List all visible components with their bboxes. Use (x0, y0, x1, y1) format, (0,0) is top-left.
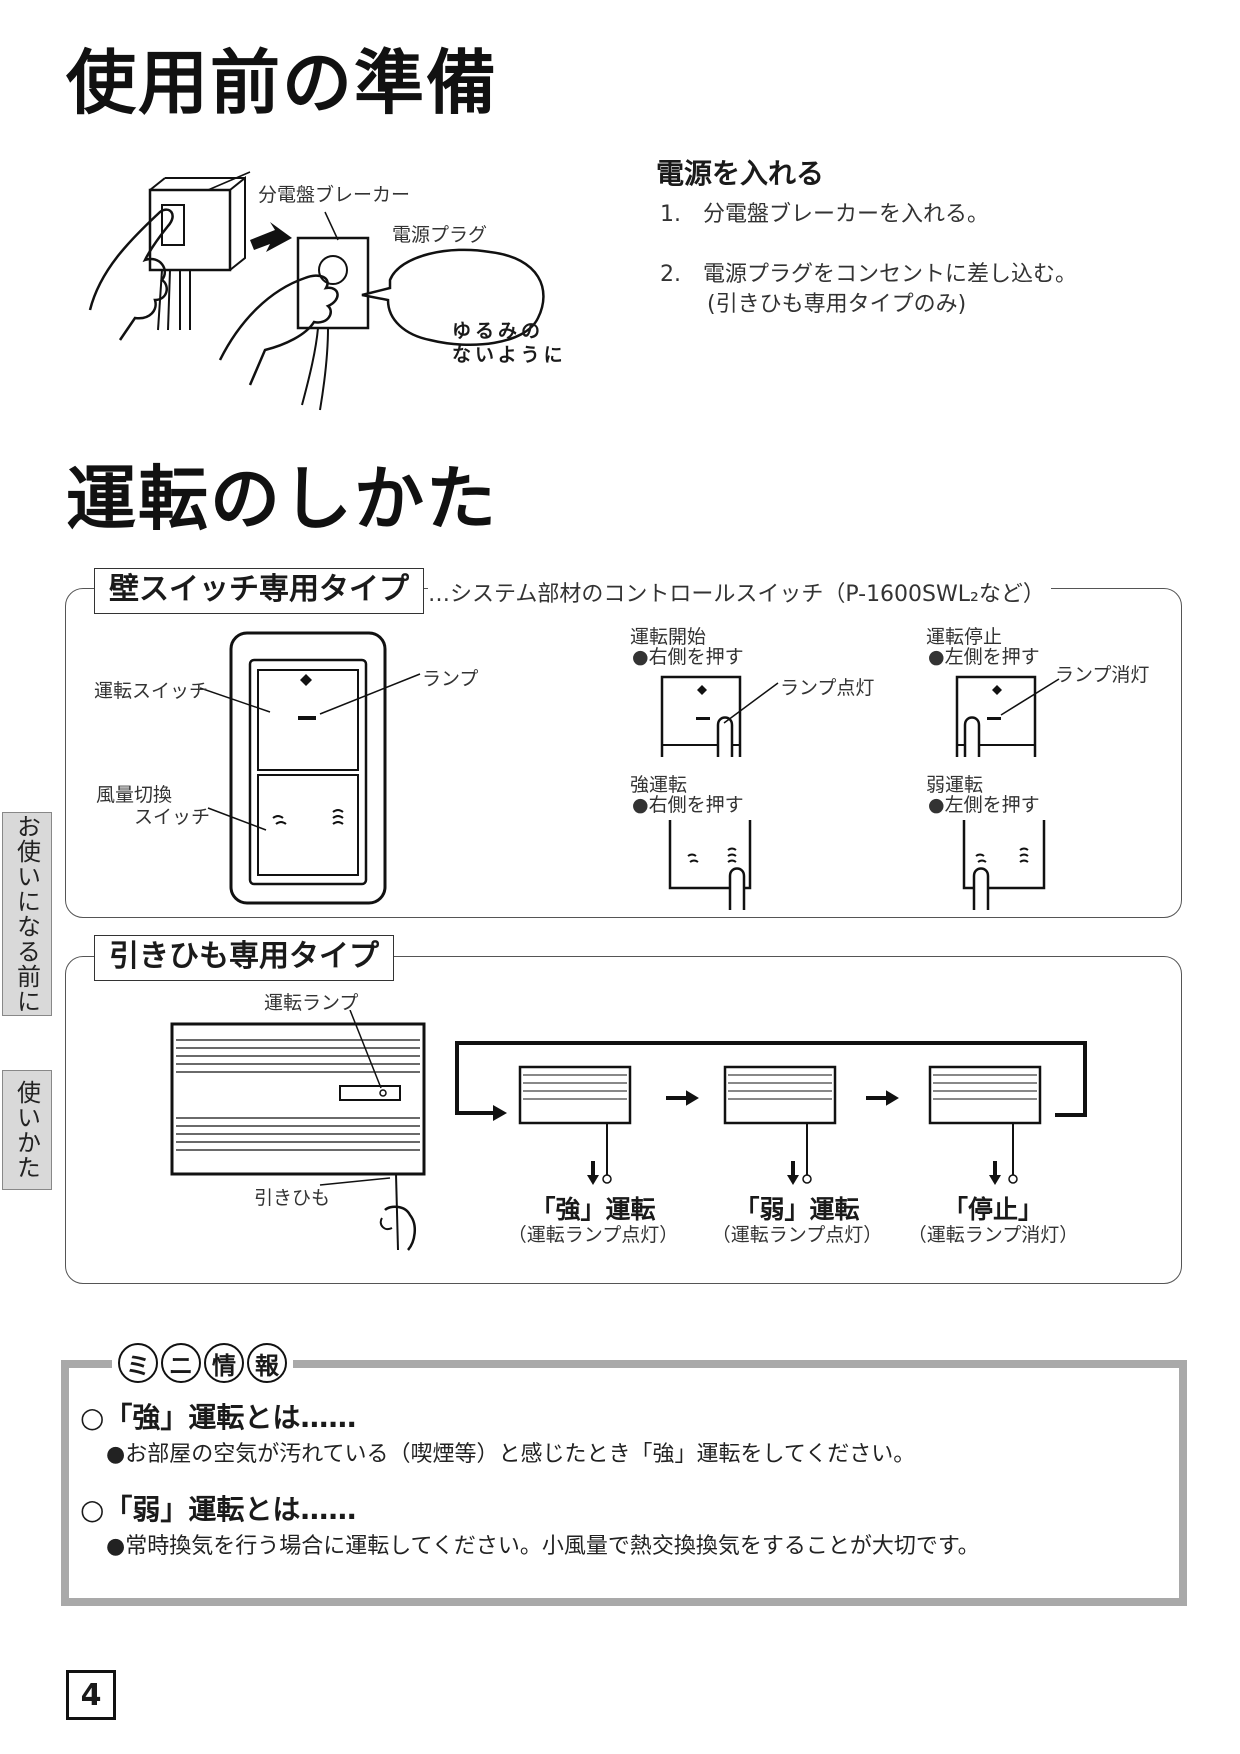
label-pull-cord: 引きひも (254, 1187, 331, 1209)
label-run-switch: 運転スイッチ (94, 680, 209, 702)
mini-q2: ○「弱」運転とは…… (80, 1493, 357, 1526)
stop-action: ●左側を押す (928, 646, 1040, 668)
stage-stop: 「停止」 (942, 1195, 1043, 1224)
wall-switch-subtitle: …システム部材のコントロールスイッチ（P-1600SWL₂など） (428, 576, 1051, 608)
start-title: 運転開始 (630, 626, 707, 648)
stage-weak: 「弱」運転 (734, 1195, 860, 1224)
mini-a2: ●常時換気を行う場合に運転してください。小風量で熱交換換気をすることが大切です。 (106, 1534, 980, 1559)
power-step-2-note: (引きひも専用タイプのみ) (707, 292, 967, 317)
start-diagram (660, 675, 779, 757)
strong-diagram (668, 820, 752, 910)
wall-switch-leaders (200, 673, 421, 831)
power-step-2: 2. 電源プラグをコンセントに差し込む。 (660, 262, 1077, 287)
stop-title: 運転停止 (926, 626, 1003, 648)
mini-info-box (61, 1360, 1187, 1606)
mini-q1: ○「強」運転とは…… (80, 1401, 357, 1434)
strong-title: 強運転 (630, 774, 688, 796)
pull-cord-title: 引きひも専用タイプ (94, 935, 394, 981)
stage-strong: 「強」運転 (530, 1195, 656, 1224)
label-airflow-2: スイッチ (134, 806, 211, 828)
prep-title: 使用前の準備 (66, 42, 498, 124)
weak-diagram (962, 820, 1046, 910)
weak-action: ●左側を押す (928, 794, 1040, 816)
label-plug: 電源プラグ (392, 224, 488, 246)
mini-badge-char: ニ (161, 1343, 201, 1383)
label-airflow-1: 風量切換 (96, 784, 173, 806)
bubble-text-1: ゆるみの (452, 320, 545, 342)
label-lamp: ランプ (422, 668, 479, 690)
label-breaker: 分電盤ブレーカー (258, 184, 411, 206)
mini-badge-char: ミ (118, 1343, 158, 1383)
label-run-lamp: 運転ランプ (264, 992, 359, 1014)
bubble-text-2: ないように (452, 344, 567, 366)
stage-weak-note: （運転ランプ点灯） (711, 1224, 883, 1246)
prep-illustration (88, 171, 545, 411)
wall-switch-illustration (229, 631, 387, 905)
mini-info-badge: ミ ニ 情 報 (112, 1343, 293, 1383)
start-action: ●右側を押す (632, 646, 744, 668)
lamp-on-label: ランプ点灯 (780, 677, 875, 699)
page-number: 4 (66, 1670, 116, 1720)
strong-action: ●右側を押す (632, 794, 744, 816)
stage-stop-note: （運転ランプ消灯） (907, 1224, 1079, 1246)
stage-strong-note: （運転ランプ点灯） (507, 1224, 679, 1246)
power-step-1: 1. 分電盤ブレーカーを入れる。 (660, 202, 989, 227)
lamp-off-label: ランプ消灯 (1055, 664, 1150, 686)
power-heading: 電源を入れる (656, 157, 825, 190)
wall-switch-title: 壁スイッチ専用タイプ (94, 568, 424, 614)
side-tab-before-use[interactable]: お使いになる前に (2, 812, 52, 1016)
pull-cord-unit-illustration (170, 1010, 426, 1251)
mini-badge-char: 報 (247, 1343, 287, 1383)
weak-title: 弱運転 (926, 774, 984, 796)
pull-cord-cycle-diagram (455, 1041, 1087, 1185)
mini-a1: ●お部屋の空気が汚れている（喫煙等）と感じたとき「強」運転をしてください。 (106, 1442, 916, 1467)
operation-title: 運転のしかた (66, 458, 498, 540)
mini-badge-char: 情 (204, 1343, 244, 1383)
side-tab-how-to-use[interactable]: 使いかた (2, 1070, 52, 1190)
stop-diagram (955, 675, 1060, 757)
